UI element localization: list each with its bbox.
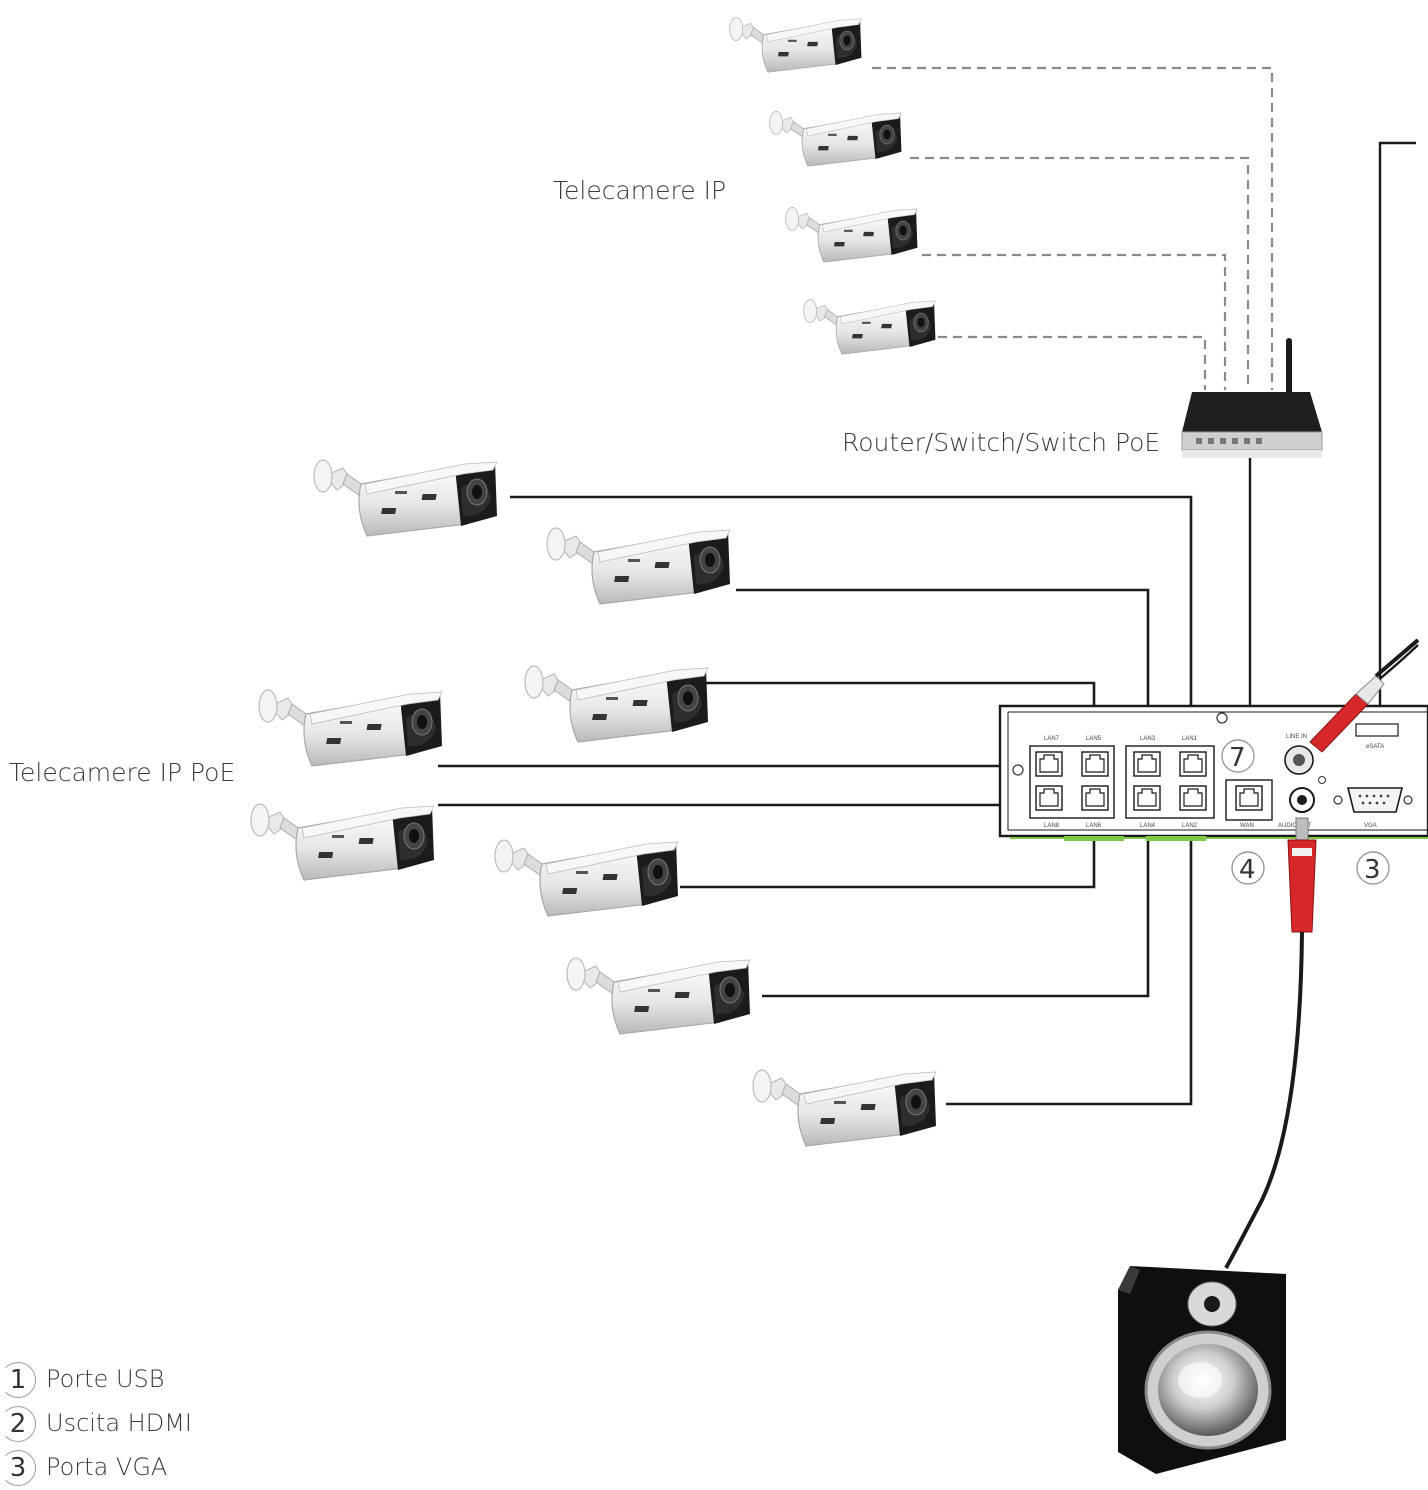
nvr-icon: LAN7 LAN5 LAN3 LAN1 LAN8 LAN6 LAN4 LAN2 … — [998, 704, 1428, 841]
poe-camera-group — [250, 459, 937, 1147]
port-label-lan6: LAN6 — [1086, 823, 1102, 829]
bullet-camera-icon — [250, 803, 435, 881]
port-label-line-in: LINE IN — [1286, 734, 1307, 740]
legend-number: 2 — [0, 1406, 36, 1442]
marker-7: 7 — [1221, 739, 1255, 773]
router-icon — [1181, 338, 1323, 458]
port-label-wan: WAN — [1240, 823, 1254, 829]
bullet-camera-icon — [803, 299, 936, 355]
bullet-camera-icon — [494, 839, 679, 917]
port-label-lan3: LAN3 — [1140, 736, 1156, 742]
legend-number: 3 — [0, 1450, 36, 1486]
port-label-vga: VGA — [1364, 823, 1377, 829]
svg-text:3: 3 — [1364, 855, 1381, 885]
legend-number: 1 — [0, 1362, 36, 1398]
bullet-camera-icon — [729, 17, 862, 73]
router-label: Router/Switch/Switch PoE — [842, 428, 1161, 457]
bullet-camera-icon — [546, 527, 731, 605]
marker-4: 4 — [1231, 851, 1265, 885]
dashed-cables — [872, 66, 1274, 390]
bullet-camera-icon — [258, 689, 443, 767]
svg-text:4: 4 — [1239, 855, 1256, 885]
legend-text: Porta VGA — [46, 1453, 168, 1481]
marker-3: 3 — [1356, 851, 1390, 885]
poe-cameras-label: Telecamere IP PoE — [9, 758, 236, 787]
bullet-camera-icon — [566, 957, 751, 1035]
port-label-lan2: LAN2 — [1182, 823, 1198, 829]
bullet-camera-icon — [785, 207, 918, 263]
port-label-lan7: LAN7 — [1044, 736, 1060, 742]
port-label-lan8: LAN8 — [1044, 823, 1060, 829]
svg-text:7: 7 — [1229, 743, 1246, 773]
rca-input-plug — [1309, 638, 1420, 753]
port-label-lan5: LAN5 — [1086, 736, 1102, 742]
speaker-icon — [1118, 1266, 1286, 1474]
rca-output-plug — [1224, 817, 1317, 1269]
bullet-camera-icon — [313, 459, 498, 537]
legend-item-vga: 3 Porta VGA — [0, 1450, 260, 1490]
bullet-camera-icon — [524, 665, 709, 743]
legend-text: Uscita HDMI — [46, 1409, 192, 1437]
bullet-camera-icon — [769, 111, 902, 167]
legend-item-usb: 1 Porte USB — [0, 1362, 260, 1402]
port-label-esata: eSATA — [1366, 744, 1384, 750]
port-label-lan1: LAN1 — [1182, 736, 1198, 742]
bullet-camera-icon — [752, 1069, 937, 1147]
port-label-audio-out: AUDIO OUT — [1278, 823, 1312, 829]
ip-cameras-label: Telecamere IP — [553, 176, 727, 205]
poe-cables — [438, 141, 1419, 1106]
legend-text: Porte USB — [46, 1365, 165, 1393]
legend-item-hdmi: 2 Uscita HDMI — [0, 1406, 260, 1446]
port-label-lan4: LAN4 — [1140, 823, 1156, 829]
